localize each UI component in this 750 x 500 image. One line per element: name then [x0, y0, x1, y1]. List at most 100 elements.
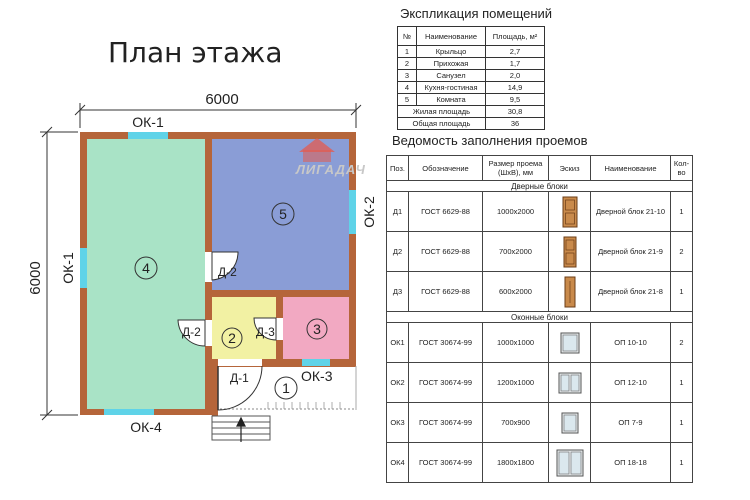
header-pos: Поз. — [386, 155, 409, 181]
cell: ОК4 — [386, 442, 409, 483]
room-4-number: 4 — [142, 260, 150, 276]
doors-section-label: Дверные блоки — [386, 180, 693, 192]
room-3-bathroom — [283, 297, 349, 359]
dimension-top-label: 6000 — [205, 91, 238, 108]
plan-title: План этажа — [108, 36, 283, 69]
entry-arrow-icon — [236, 416, 246, 442]
table-row: 3 Санузел 2,0 — [397, 69, 545, 82]
table-row: ОК3 ГОСТ 30674-99 700х900 ОП 7-9 1 — [386, 402, 693, 443]
cell — [548, 322, 591, 363]
room-4-kitchen-living — [87, 139, 205, 409]
cell — [548, 271, 591, 312]
cell: 9,5 — [485, 93, 545, 106]
cell: 700х2000 — [482, 231, 549, 272]
table-row: Поз. Обозначение Размер проема (ШхВ), мм… — [386, 155, 693, 181]
table-row: Д3 ГОСТ 6629-88 600х2000 Дверной блок 21… — [386, 271, 693, 312]
cell — [548, 362, 591, 403]
cell: 1 — [670, 191, 693, 232]
cell: 700х900 — [482, 402, 549, 443]
table-row: Жилая площадь 30,8 — [397, 105, 545, 118]
dimension-left — [40, 126, 78, 421]
window-sketch-icon — [556, 449, 583, 476]
cell: 1 — [397, 45, 417, 58]
cell: 2 — [670, 322, 693, 363]
cell: Кухня-гостиная — [416, 81, 486, 94]
cell: ОК3 — [386, 402, 409, 443]
windows-section-label: Оконные блоки — [386, 311, 693, 323]
table-row: Д1 ГОСТ 6629-88 1000х2000 Дверной блок 2… — [386, 191, 693, 232]
room-1-number: 1 — [282, 380, 290, 396]
header-qty: Кол-во — [670, 155, 693, 181]
room-1-marker — [274, 376, 298, 400]
door-d1 — [217, 359, 263, 411]
window-ok1-top — [128, 132, 168, 139]
living-area-label: Жилая площадь — [397, 105, 486, 118]
label-ok3: ОК-3 — [301, 368, 333, 384]
cell: 1200х1000 — [482, 362, 549, 403]
cell: ОП 12-10 — [590, 362, 671, 403]
cell: ОП 18-18 — [590, 442, 671, 483]
cell: 1 — [670, 362, 693, 403]
cell: 3 — [397, 69, 417, 82]
cell — [548, 231, 591, 272]
cell: 2 — [397, 57, 417, 70]
window-sketch-icon — [558, 372, 581, 393]
table-row: ОК4 ГОСТ 30674-99 1800х1800 ОП 18-18 1 — [386, 442, 693, 483]
table-row: ОК2 ГОСТ 30674-99 1200х1000 ОП 12-10 1 — [386, 362, 693, 403]
dimension-top — [74, 103, 362, 128]
header-size: Размер проема (ШхВ), мм — [482, 155, 549, 181]
room-5-marker — [271, 202, 295, 226]
cell: 4 — [397, 81, 417, 94]
table-row: Оконные блоки — [386, 311, 693, 323]
logo-text: ЛИГАДАЧ — [296, 162, 366, 177]
room-5-number: 5 — [279, 206, 287, 222]
cell: Дверной блок 21-10 — [590, 191, 671, 232]
header-area: Площадь, м² — [485, 26, 545, 46]
cell: 5 — [397, 93, 417, 106]
table-row: Общая площадь 36 — [397, 117, 545, 130]
cell: 1 — [670, 402, 693, 443]
window-sketch-icon — [561, 412, 578, 433]
cell: Крыльцо — [416, 45, 486, 58]
table-row: 2 Прихожая 1,7 — [397, 57, 545, 70]
cell — [548, 442, 591, 483]
cell — [548, 402, 591, 443]
cell: 600х2000 — [482, 271, 549, 312]
explication-title: Экспликация помещений — [400, 6, 553, 21]
table-row: № Наименование Площадь, м² — [397, 26, 545, 46]
door-sketch-icon — [562, 196, 577, 227]
cell: ГОСТ 30674-99 — [408, 322, 483, 363]
header-name: Наименование — [416, 26, 486, 46]
label-ok2: ОК-2 — [361, 196, 377, 228]
cell: 2,7 — [485, 45, 545, 58]
label-d2-upper: Д-2 — [218, 265, 237, 279]
header-name: Наименование — [590, 155, 671, 181]
cell: ОК2 — [386, 362, 409, 403]
explication-table: № Наименование Площадь, м² 1 Крыльцо 2,7… — [397, 26, 545, 130]
cell: 1,7 — [485, 57, 545, 70]
cell: ГОСТ 6629-88 — [408, 271, 483, 312]
cell: ОП 7-9 — [590, 402, 671, 443]
table-row: Д2 ГОСТ 6629-88 700х2000 Дверной блок 21… — [386, 231, 693, 272]
room-2-number: 2 — [228, 330, 236, 346]
room-3-marker — [306, 318, 328, 340]
label-ok1-left: ОК-1 — [60, 252, 76, 284]
cell: Д1 — [386, 191, 409, 232]
label-ok1-top: ОК-1 — [132, 114, 164, 130]
room-3-number: 3 — [313, 321, 321, 337]
window-ok2 — [349, 190, 356, 234]
label-ok4: ОК-4 — [130, 419, 162, 435]
cell: ОК1 — [386, 322, 409, 363]
cell: 1800х1800 — [482, 442, 549, 483]
cell: Дверной блок 21-8 — [590, 271, 671, 312]
table-row: ОК1 ГОСТ 30674-99 1000х1000 ОП 10-10 2 — [386, 322, 693, 363]
label-d2-lower: Д-2 — [182, 325, 201, 339]
cell: ОП 10-10 — [590, 322, 671, 363]
header-number: № — [397, 26, 417, 46]
cell: 2 — [670, 231, 693, 272]
cell: 2,0 — [485, 69, 545, 82]
cell: ГОСТ 30674-99 — [408, 402, 483, 443]
table-row: Дверные блоки — [386, 180, 693, 192]
window-ok4 — [104, 409, 154, 415]
